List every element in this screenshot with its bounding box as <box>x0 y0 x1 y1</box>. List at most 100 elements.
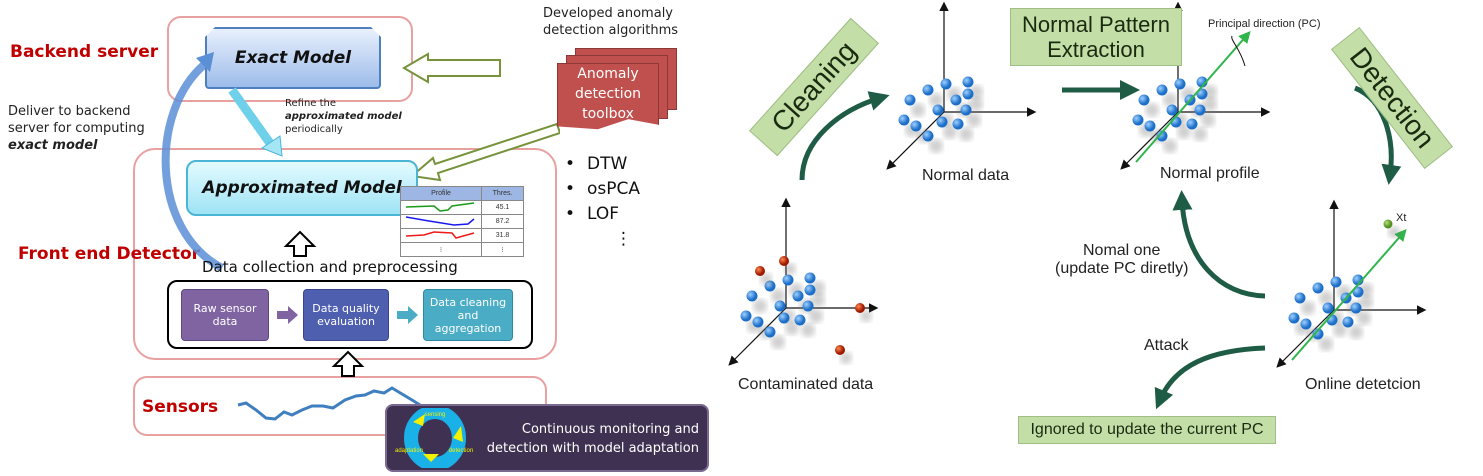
xt-label: Xt <box>1396 212 1407 224</box>
normal-data-label: Normal data <box>922 167 1010 184</box>
attack-arrow <box>1154 345 1266 410</box>
frontend-detector-label: Front end Detector <box>18 244 201 264</box>
toolbox-to-approx-arrow <box>409 122 560 182</box>
pipeline-step-data-quality: Data quality evaluation <box>303 289 389 341</box>
algorithm-item: •LOF <box>565 204 620 224</box>
table-row: 31.8 <box>400 228 524 243</box>
attack-label: Attack <box>1144 337 1189 354</box>
threshold-ellipsis: ⁝ <box>481 242 524 257</box>
online-detection-label: Online detetcion <box>1305 376 1421 393</box>
data-point <box>950 94 962 106</box>
data-point <box>778 312 790 324</box>
refine-arrowhead <box>260 135 283 157</box>
data-collection-label: Data collection and preprocessing <box>202 258 458 276</box>
data-point <box>1166 104 1178 116</box>
data-point <box>898 114 910 126</box>
pc-pointer-curve <box>1231 35 1246 67</box>
data-point <box>794 314 806 326</box>
plot-axis-z <box>728 307 787 366</box>
algorithm-item-ellipsis: ⋮ <box>615 229 632 249</box>
normal-one-label: Nomal one (update PC diretly) <box>1055 242 1189 277</box>
normal-one-arrow <box>1172 190 1266 299</box>
deliver-text: Deliver to backend server for computing … <box>8 104 145 153</box>
data-point <box>792 290 804 302</box>
algorithm-item: •DTW <box>565 154 628 174</box>
data-point <box>1300 318 1312 330</box>
data-point <box>1132 114 1144 126</box>
pipeline-step-data-cleaning: Data cleaning and aggregation <box>423 289 513 341</box>
data-point <box>962 88 974 100</box>
data-point <box>936 116 948 128</box>
left-arrows <box>161 52 560 421</box>
preprocessing-pipeline: Raw sensor data Data quality evaluation … <box>167 280 533 349</box>
up-arrow-pipeline <box>331 350 365 377</box>
data-point <box>764 326 776 338</box>
data-point <box>746 290 758 302</box>
right-diagram-graphics <box>728 1 1427 410</box>
data-point <box>922 84 934 96</box>
toolbox-to-exact-arrow <box>402 52 501 84</box>
data-point <box>1288 312 1300 324</box>
refine-text: Refine the approximated model periodical… <box>285 98 402 135</box>
cycle-label-detection: detection <box>449 448 473 454</box>
pipeline-arrow-2 <box>397 306 418 324</box>
continuous-monitoring-text: Continuous monitoring and detection with… <box>486 422 699 456</box>
data-point <box>1156 84 1168 96</box>
deliver-curve-arrowhead <box>196 52 214 72</box>
pipeline-arrow-1 <box>277 306 298 324</box>
table-row: 87.2 <box>400 214 524 229</box>
normal-profile-label: Normal profile <box>1160 165 1260 182</box>
profile-table: Profile Thres. 45.1 87.2 31.8 ⁝ ⁝ <box>400 186 524 257</box>
data-point <box>940 78 952 90</box>
adaptation-cycle-icon: sensing detection adaptation <box>395 408 473 468</box>
developed-algorithms-text: Developed anomaly detection algorithms <box>543 6 679 38</box>
data-point <box>740 310 752 322</box>
data-point <box>802 300 814 312</box>
data-point <box>1350 302 1362 314</box>
data-point <box>752 316 764 328</box>
principal-component-arrow <box>1135 30 1251 163</box>
refine-arrow <box>228 87 276 149</box>
xt-point <box>1383 219 1393 229</box>
deliver-curve-arrow <box>161 60 224 272</box>
data-point <box>904 94 916 106</box>
up-arrow-approx <box>283 230 317 257</box>
data-point <box>1312 282 1324 294</box>
continuous-monitoring-box: sensing detection adaptation Continuous … <box>385 404 709 472</box>
data-point <box>962 76 974 88</box>
data-point <box>932 104 944 116</box>
cycle-label-sensing: sensing <box>425 412 446 418</box>
data-point <box>804 272 816 284</box>
backend-server-label: Backend server <box>10 42 159 62</box>
threshold-value: 31.8 <box>481 228 524 243</box>
backend-server-region <box>167 16 413 102</box>
outlier-point <box>779 256 789 266</box>
cycle-label-adaptation: adaptation <box>395 448 423 454</box>
data-point <box>1330 276 1342 288</box>
ignored-tag: Ignored to update the current PC <box>1018 416 1276 444</box>
principal-direction-label: Principal direction (PC) <box>1208 18 1321 30</box>
profile-header: Profile <box>400 186 482 201</box>
data-point <box>804 284 816 296</box>
sensors-label: Sensors <box>142 397 219 417</box>
contaminated-data-label: Contaminated data <box>738 376 874 393</box>
profile-table-header: Profile Thres. <box>400 186 524 201</box>
algorithm-list: •DTW •osPCA •LOF ⋮ <box>565 152 640 252</box>
data-point <box>1156 130 1168 142</box>
data-point <box>1294 292 1306 304</box>
cleaning-arrow <box>799 91 890 181</box>
profile-ellipsis: ⁝ <box>400 242 482 257</box>
data-point <box>922 130 934 142</box>
data-point <box>774 300 786 312</box>
threshold-value: 87.2 <box>481 214 524 229</box>
outlier-point <box>855 303 865 313</box>
approximated-model-box: Approximated Model <box>186 160 418 216</box>
pipeline-step-raw-sensor-data: Raw sensor data <box>181 289 269 341</box>
profile-curve-red <box>400 228 482 243</box>
table-row: ⁝ ⁝ <box>400 242 524 257</box>
outlier-point <box>755 266 765 276</box>
data-point <box>1144 120 1156 132</box>
data-point <box>910 120 922 132</box>
data-point <box>1138 94 1150 106</box>
data-point <box>782 274 794 286</box>
